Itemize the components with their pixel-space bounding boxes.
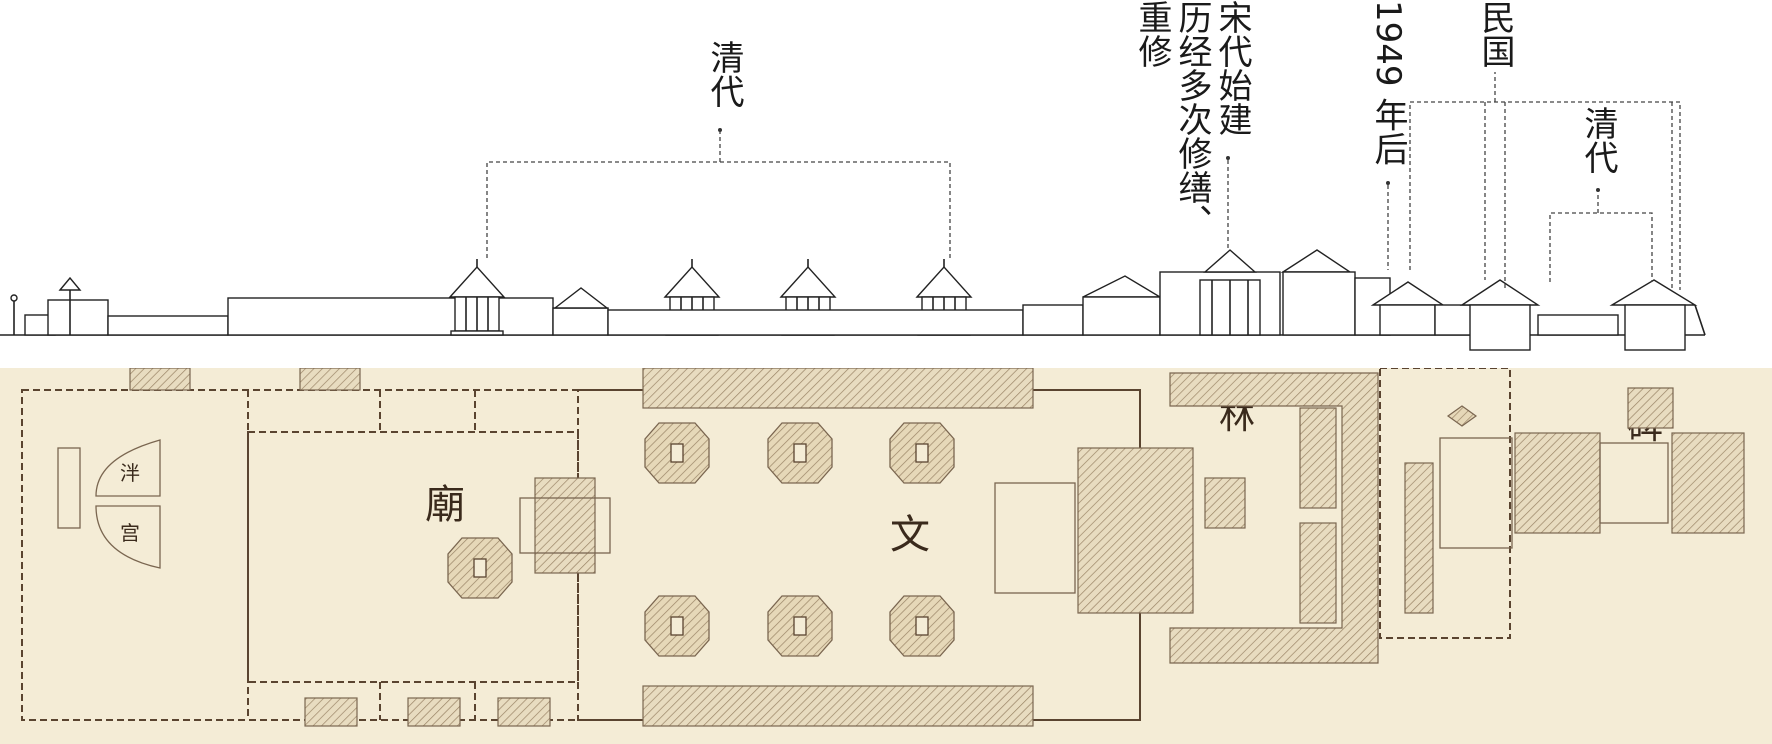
label-chongxiu: 重修	[1132, 0, 1172, 68]
label-qing-right: 清代	[1578, 106, 1618, 174]
pavilion-1	[449, 258, 505, 336]
label-minguo: 民国	[1475, 0, 1515, 68]
main-hall	[1082, 249, 1391, 336]
left-gate	[10, 276, 229, 336]
label-history: 历经多次修缮、	[1172, 0, 1212, 238]
label-1949: 1949 年后	[1368, 0, 1408, 165]
plan-char-top-arc: 泮	[120, 461, 140, 485]
label-qing-left: 清代	[704, 40, 744, 108]
long-wall	[227, 297, 554, 336]
plan-pavilion-left	[447, 537, 513, 599]
label-song: 宋代始建	[1212, 0, 1252, 136]
site-plan: 泮 宫 廟 文 林 碑	[0, 368, 1772, 744]
elevation-drawing: 清代 重修 历经多次修缮、 宋代始建 1949 年后 民国 清代	[0, 0, 1706, 351]
plan-char-miao: 廟	[425, 482, 465, 528]
plan-char-bottom-arc: 宫	[120, 521, 140, 545]
plan-char-wen: 文	[890, 512, 930, 558]
right-buildings	[1370, 279, 1706, 351]
